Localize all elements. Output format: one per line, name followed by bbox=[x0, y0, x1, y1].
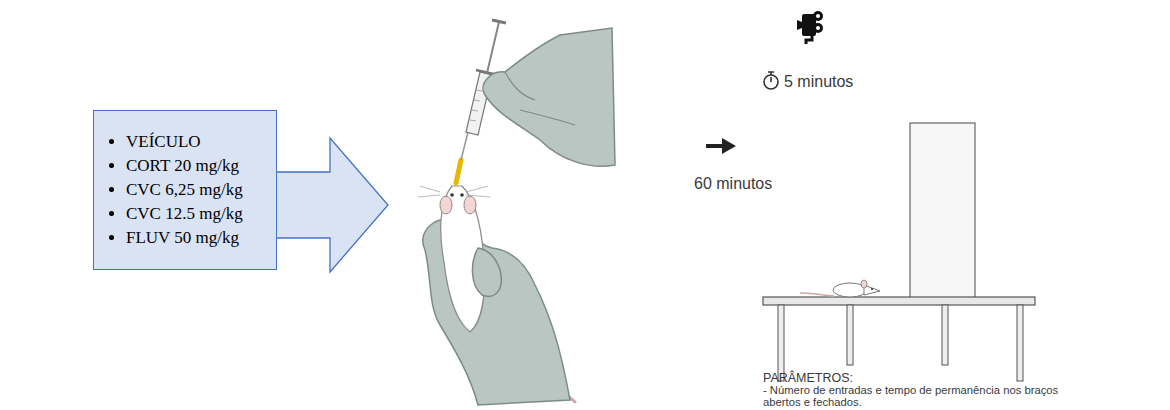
parameters-heading: PARÂMETROS: bbox=[763, 372, 1063, 385]
treatment-item: CORT 20 mg/kg bbox=[126, 154, 266, 178]
plus-maze bbox=[763, 123, 1035, 381]
block-arrow bbox=[268, 138, 388, 272]
stopwatch-icon bbox=[764, 72, 778, 89]
treatment-box: VEÍCULOCORT 20 mg/kgCVC 6,25 mg/kgCVC 12… bbox=[93, 110, 277, 270]
treatment-item: CVC 6,25 mg/kg bbox=[126, 178, 266, 202]
treatment-item: CVC 12.5 mg/kg bbox=[126, 202, 266, 226]
time-arrow bbox=[722, 138, 736, 154]
time-label: 5 minutos bbox=[784, 73, 894, 90]
camera-icon bbox=[797, 11, 823, 44]
gavage-illustration bbox=[418, 20, 615, 405]
parameters-note: - Número de entradas e tempo de permanên… bbox=[763, 384, 1063, 408]
treatment-item: VEÍCULO bbox=[126, 130, 266, 154]
time-label: 60 minutos bbox=[694, 175, 804, 192]
treatment-list: VEÍCULOCORT 20 mg/kgCVC 6,25 mg/kgCVC 12… bbox=[102, 130, 266, 250]
treatment-item: FLUV 50 mg/kg bbox=[126, 226, 266, 250]
